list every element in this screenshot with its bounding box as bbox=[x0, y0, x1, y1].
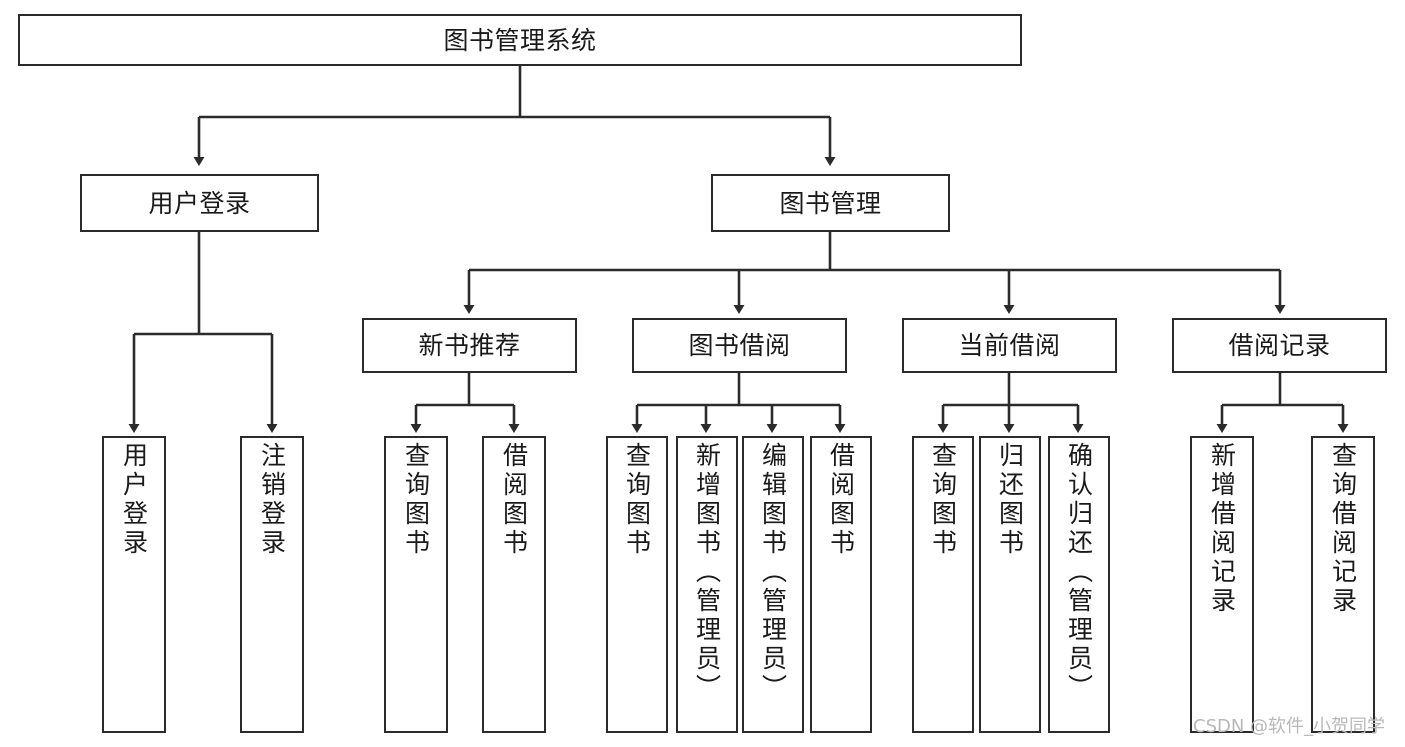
node-root-system[interactable]: 图书管理系统 bbox=[18, 14, 1022, 66]
node-current-borrow-label: 当前借阅 bbox=[958, 331, 1061, 360]
node-leaf-new-book-query-label: 查询图书 bbox=[401, 442, 431, 558]
node-book-borrow-label: 图书借阅 bbox=[688, 331, 791, 360]
node-leaf-new-book-borrow[interactable]: 借阅图书 bbox=[482, 436, 546, 733]
csdn-watermark: CSDN @软件_小贺同学 bbox=[1193, 716, 1386, 737]
node-leaf-book-borrow-borrow[interactable]: 借阅图书 bbox=[810, 436, 872, 733]
node-leaf-current-borrow-return-label: 归还图书 bbox=[995, 442, 1025, 558]
node-leaf-user-login-signout-label: 注销登录 bbox=[257, 442, 287, 558]
node-leaf-current-borrow-confirm[interactable]: 确认归还（管理员） bbox=[1048, 436, 1110, 733]
node-leaf-book-borrow-add[interactable]: 新增图书（管理员） bbox=[676, 436, 738, 733]
node-leaf-book-borrow-query-label: 查询图书 bbox=[622, 442, 652, 558]
node-leaf-current-borrow-confirm-label: 确认归还（管理员） bbox=[1064, 442, 1094, 703]
node-root-system-label: 图书管理系统 bbox=[443, 25, 597, 55]
node-leaf-current-borrow-query-label: 查询图书 bbox=[928, 442, 958, 558]
node-leaf-user-login-signin-label: 用户登录 bbox=[119, 442, 149, 558]
node-leaf-new-book-borrow-label: 借阅图书 bbox=[499, 442, 529, 558]
node-book-management[interactable]: 图书管理 bbox=[711, 174, 950, 232]
node-leaf-borrow-record-add-label: 新增借阅记录 bbox=[1207, 442, 1237, 616]
node-book-borrow[interactable]: 图书借阅 bbox=[632, 318, 847, 373]
node-user-login[interactable]: 用户登录 bbox=[80, 174, 319, 232]
node-book-management-label: 图书管理 bbox=[779, 188, 882, 218]
node-leaf-current-borrow-query[interactable]: 查询图书 bbox=[912, 436, 974, 733]
node-leaf-new-book-query[interactable]: 查询图书 bbox=[384, 436, 448, 733]
node-leaf-borrow-record-query[interactable]: 查询借阅记录 bbox=[1311, 436, 1375, 733]
node-borrow-record[interactable]: 借阅记录 bbox=[1172, 318, 1387, 373]
node-leaf-book-borrow-query[interactable]: 查询图书 bbox=[606, 436, 668, 733]
node-current-borrow[interactable]: 当前借阅 bbox=[902, 318, 1117, 373]
node-leaf-book-borrow-borrow-label: 借阅图书 bbox=[826, 442, 856, 558]
node-user-login-label: 用户登录 bbox=[148, 188, 251, 218]
node-leaf-current-borrow-return[interactable]: 归还图书 bbox=[979, 436, 1041, 733]
node-new-book-recommend-label: 新书推荐 bbox=[418, 331, 521, 360]
node-leaf-book-borrow-add-label: 新增图书（管理员） bbox=[692, 442, 722, 703]
node-leaf-user-login-signin[interactable]: 用户登录 bbox=[102, 436, 166, 733]
node-leaf-borrow-record-add[interactable]: 新增借阅记录 bbox=[1190, 436, 1254, 733]
node-borrow-record-label: 借阅记录 bbox=[1228, 331, 1331, 360]
node-new-book-recommend[interactable]: 新书推荐 bbox=[362, 318, 577, 373]
node-leaf-book-borrow-edit[interactable]: 编辑图书（管理员） bbox=[742, 436, 804, 733]
node-leaf-borrow-record-query-label: 查询借阅记录 bbox=[1328, 442, 1358, 616]
node-leaf-book-borrow-edit-label: 编辑图书（管理员） bbox=[758, 442, 788, 703]
node-leaf-user-login-signout[interactable]: 注销登录 bbox=[240, 436, 304, 733]
